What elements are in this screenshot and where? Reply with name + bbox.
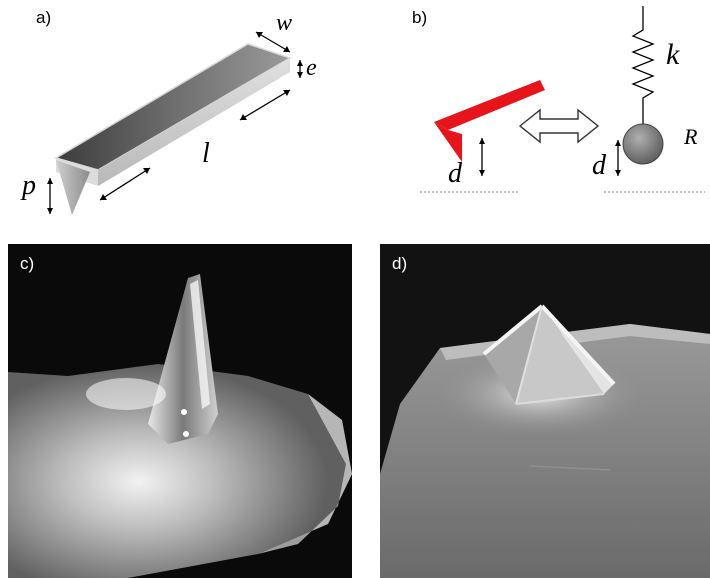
- sem-image-d: d): [380, 244, 710, 578]
- red-cantilever-shape: [434, 80, 545, 162]
- width-symbol: w: [276, 10, 293, 36]
- spring-constant-symbol: k: [666, 38, 680, 71]
- sphere-icon: [622, 123, 664, 165]
- double-arrow-icon: [518, 108, 600, 144]
- sem-image-c: c): [8, 244, 352, 578]
- panel-a-label: a): [36, 8, 52, 27]
- cantilever-beam-diagram: [47, 31, 303, 215]
- distance-symbol-sphere: d: [592, 150, 606, 181]
- length-symbol: l: [202, 138, 210, 169]
- radius-symbol: R: [684, 124, 698, 149]
- spring-icon: [631, 6, 655, 124]
- panel-d-label: d): [392, 254, 408, 273]
- panel-c-label: c): [20, 254, 35, 273]
- panel-b-label: b): [412, 8, 428, 27]
- distance-symbol-cantilever: d: [448, 158, 462, 189]
- tip-height-symbol: p: [22, 170, 36, 201]
- thickness-symbol: e: [306, 55, 317, 81]
